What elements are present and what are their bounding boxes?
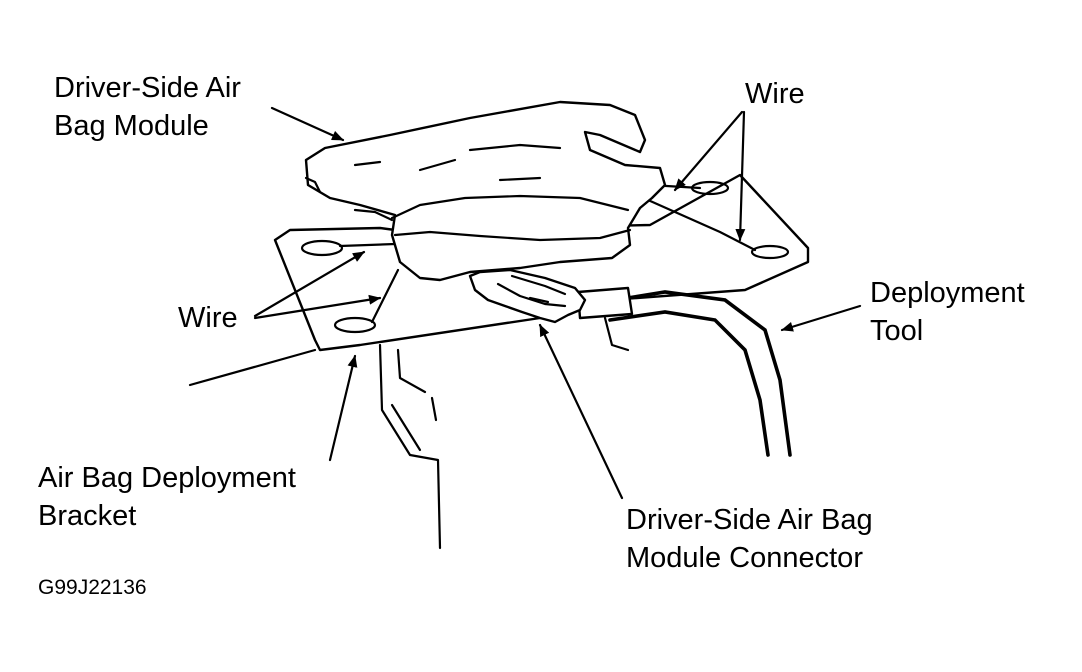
label-wire-left: Wire	[178, 302, 238, 334]
air-bag-module	[304, 100, 667, 282]
bracket-hole-upper-left	[300, 239, 344, 257]
bracket-hole-lower-right	[750, 244, 790, 260]
module-connector	[468, 268, 587, 324]
label-tool-line1: Deployment	[870, 277, 1025, 309]
label-connector-line2: Module Connector	[626, 542, 863, 574]
leader-arrows	[253, 106, 862, 500]
arrow-wire-left-1	[253, 250, 366, 318]
arrow-connector	[538, 323, 624, 500]
label-connector-line1: Driver-Side Air Bag	[626, 504, 873, 536]
retaining-wires	[338, 183, 757, 324]
cable-ferrule	[576, 286, 634, 320]
label-module-line2: Bag Module	[54, 110, 209, 142]
bracket-post	[378, 343, 442, 550]
label-module-line1: Driver-Side Air	[54, 72, 241, 104]
arrow-wire-right-1	[673, 110, 744, 192]
arrow-module	[270, 106, 345, 142]
label-bracket-line2: Bracket	[38, 500, 137, 532]
label-wire-right: Wire	[745, 78, 805, 110]
figure-code: G99J22136	[38, 576, 147, 599]
label-bracket-line1: Air Bag Deployment	[38, 462, 296, 494]
arrow-deployment-tool	[780, 304, 862, 332]
bracket-hole-lower-left	[333, 316, 377, 334]
label-tool-line2: Tool	[870, 315, 924, 347]
arrow-bracket	[328, 354, 358, 462]
deployment-tool-cable	[576, 286, 792, 457]
arrow-wire-right-2	[735, 110, 746, 242]
arrow-wire-left-2	[253, 294, 382, 320]
